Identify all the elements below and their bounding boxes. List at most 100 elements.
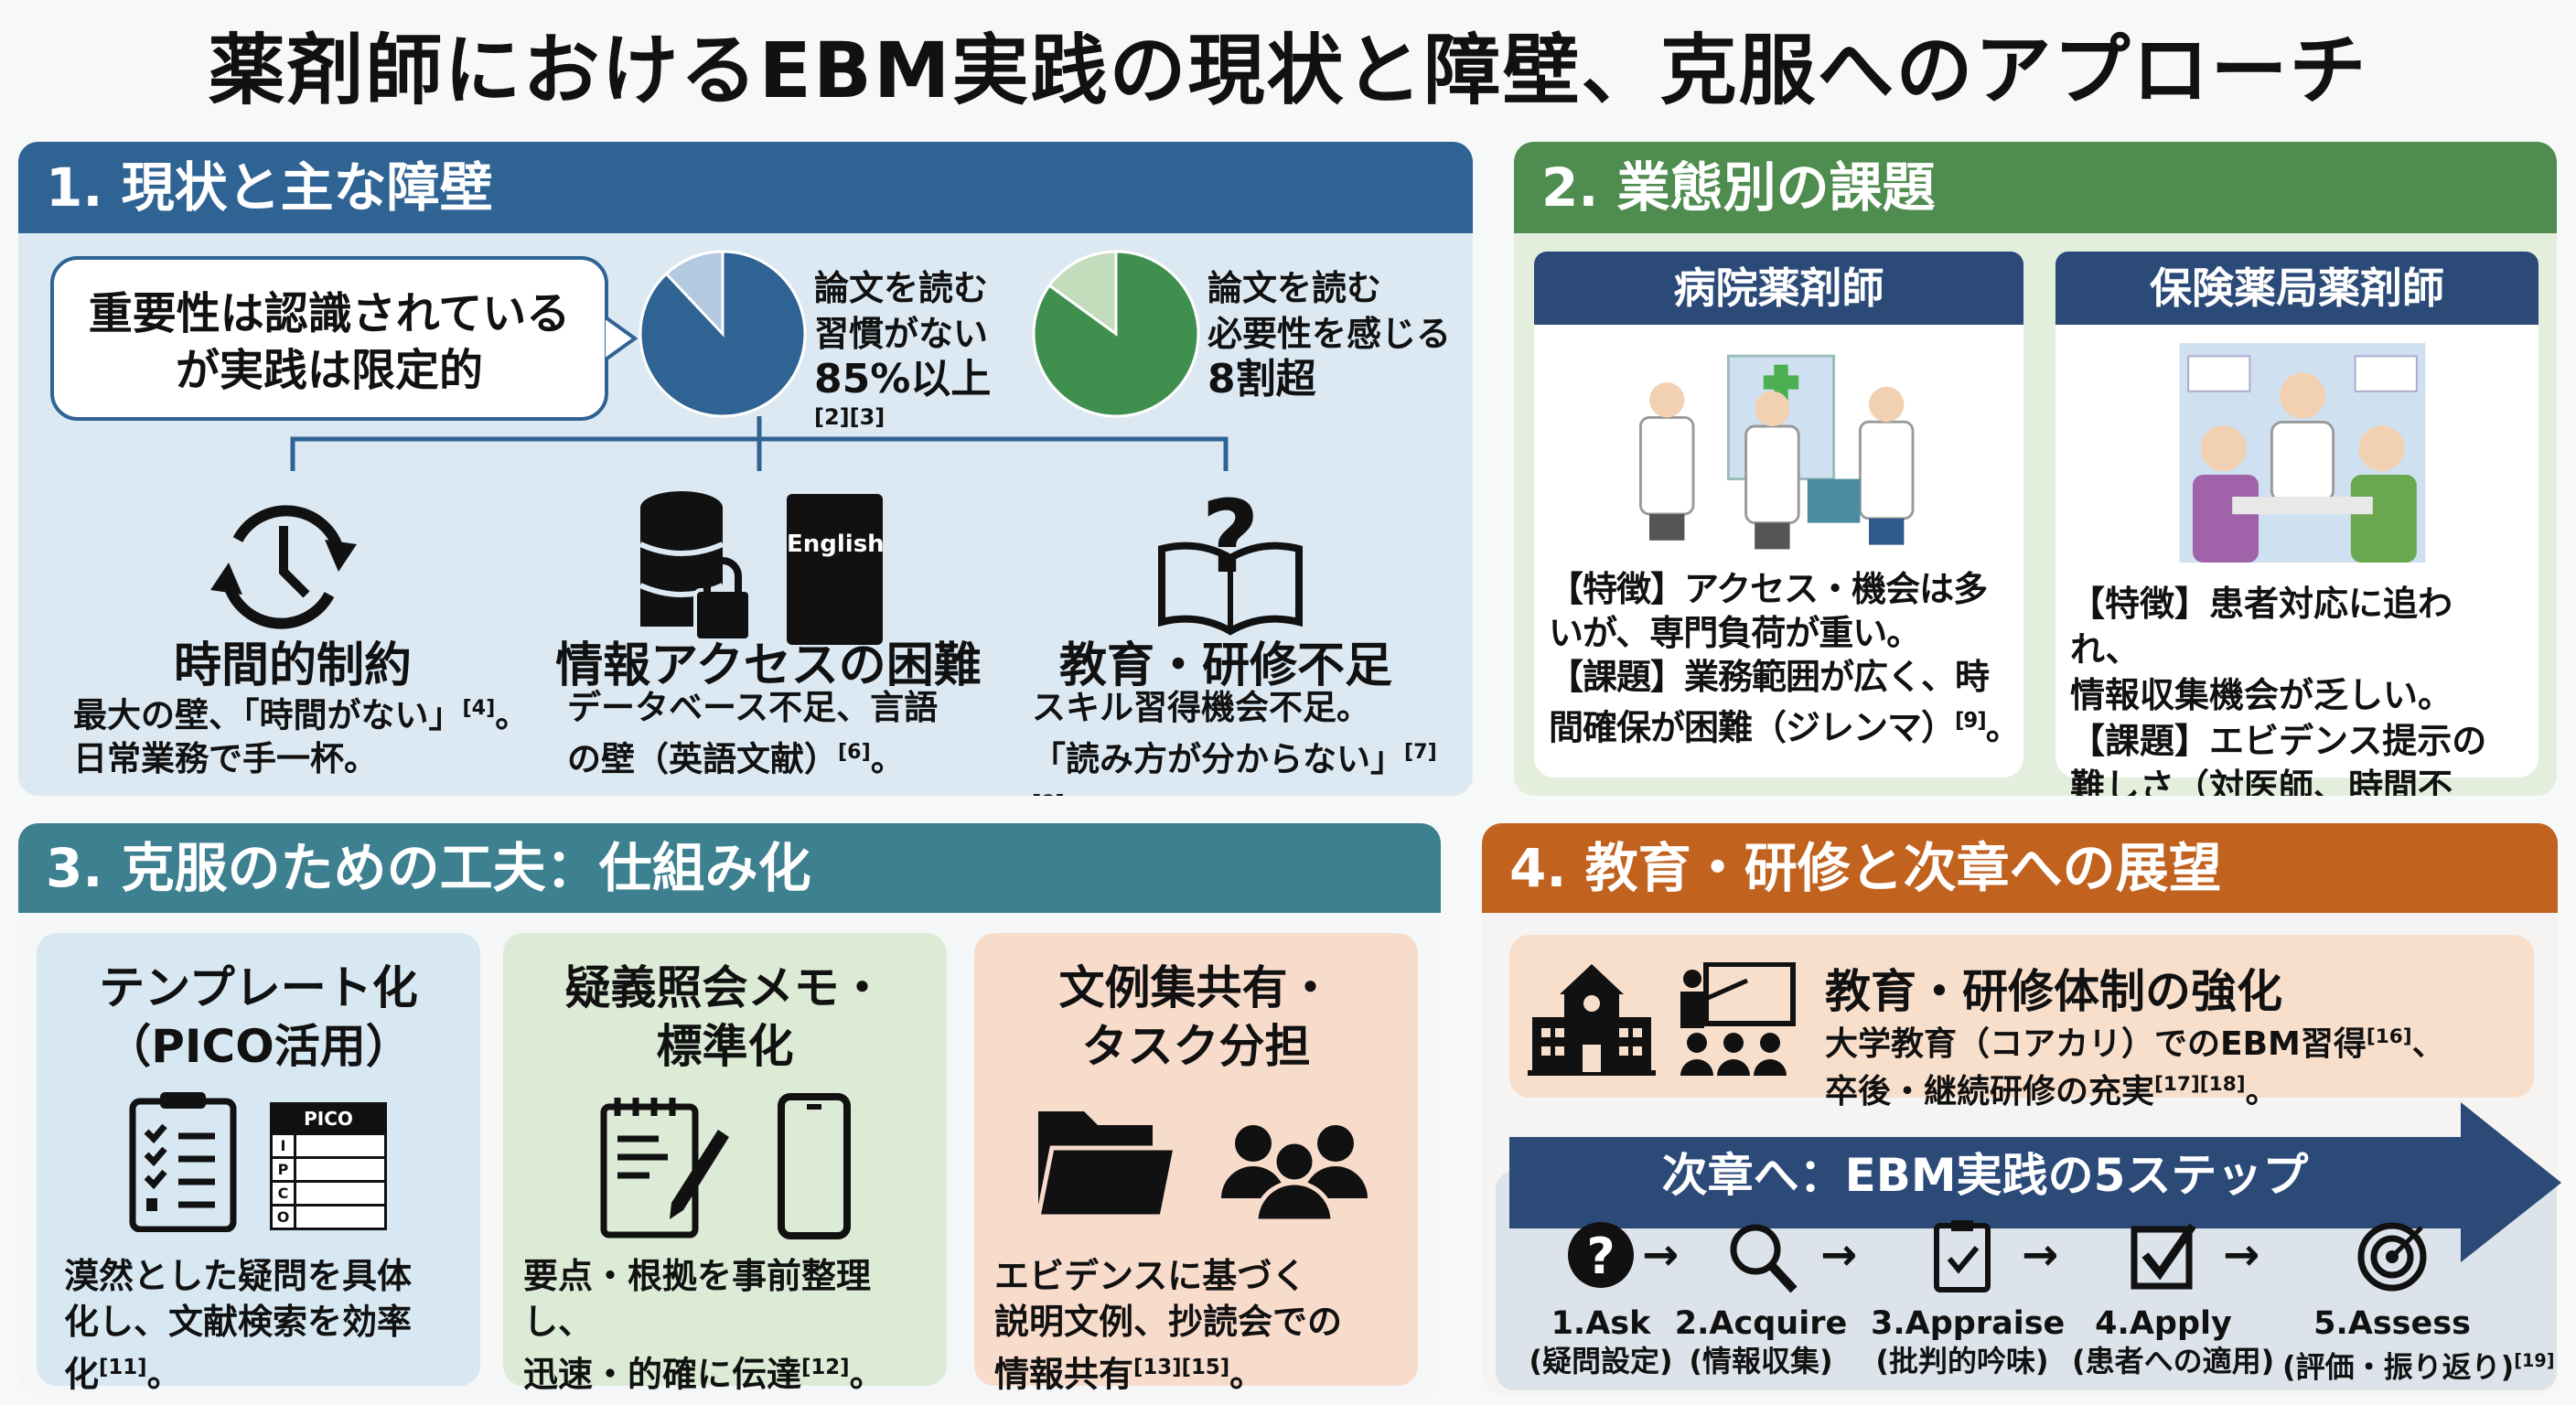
section-business-type: 2. 業態別の課題 病院薬剤師 【特徴】アクセス・機会は多いが、専門負荷が重い。… [1514, 142, 2557, 796]
card-template-sharing: 文例集共有・ タスク分担 エビデンスに基づく説明文例、抄読会での 情報共有[13… [974, 933, 1418, 1395]
barrier-time-text: 最大の壁、「時間がない」[4]。 日常業務で手一杯。 [73, 695, 530, 779]
svg-text:?: ? [1201, 485, 1260, 595]
clipboard-checklist-icon [129, 1092, 237, 1232]
step-jp: (評価・振り返り)[19] [2282, 1349, 2555, 1385]
ebm-step: 4.Apply (患者への適用) [2072, 1218, 2275, 1379]
folder-icon [1035, 1111, 1179, 1219]
pico-row: C [273, 1180, 384, 1204]
step-name: 5.Assess [2313, 1305, 2471, 1342]
pie2-label: 論文を読む 必要性を感じる 8割超 [1208, 265, 1451, 402]
card-hospital-header: 病院薬剤師 [1534, 252, 2023, 325]
section-4-header: 4. 教育・研修と次章への展望 [1482, 823, 2558, 913]
smartphone-icon [778, 1093, 851, 1239]
section-education-outlook: 4. 教育・研修と次章への展望 教育・研修体制の強化 大学教育（コアカリ）でのE… [1482, 823, 2561, 1395]
card-pharmacy-header: 保険薬局薬剤師 [2055, 252, 2538, 325]
pico-table-header: PICO [273, 1105, 384, 1132]
pico-row: O [273, 1204, 384, 1228]
ebm-steps: ? 1.Ask (疑問設定)→ 2.Acquire (情報収集)→ 3.Appr… [1496, 1218, 2557, 1392]
section-current-status: 1. 現状と主な障壁 重要性は認識されている が実践は限定的 論文を読む 習慣が… [18, 142, 1473, 796]
section-2-header: 2. 業態別の課題 [1514, 142, 2557, 233]
school-building-icon [1528, 964, 1656, 1076]
pie2-line2: 必要性を感じる [1208, 314, 1452, 354]
group-people-icon [1221, 1125, 1368, 1221]
next-chapter-label: 次章へ：EBM実践の5ステップ [1661, 1149, 2309, 1202]
step-name: 3.Appraise [1871, 1305, 2066, 1342]
book-question-icon: ? [1158, 485, 1303, 636]
education-box-title: 教育・研修体制の強化 [1825, 965, 2282, 1018]
barrier-time-title: 時間的制約 [173, 638, 412, 693]
step-jp: (情報収集) [1689, 1344, 1833, 1378]
card-sharing-text: エビデンスに基づく説明文例、抄読会での 情報共有[13][15]。 [994, 1256, 1343, 1395]
step-jp: (患者への適用) [2072, 1344, 2275, 1378]
step-name: 2.Acquire [1674, 1305, 1848, 1342]
step-arrow: → [2223, 1229, 2260, 1281]
next-chapter-arrow [1509, 1102, 2561, 1262]
pharmacy-counter-illustration [2179, 343, 2426, 563]
barrier-education-text: スキル習得機会不足。 「読み方が分からない」[7][8]。 [1032, 688, 1437, 796]
target-icon [2357, 1222, 2427, 1292]
step-name: 1.Ask [1551, 1305, 1651, 1342]
clock-cycle-icon [210, 505, 357, 629]
database-lock-icon [639, 491, 752, 642]
pie2-line1: 論文を読む [1208, 268, 1382, 308]
english-book-icon: English [787, 494, 885, 645]
card-hospital: 病院薬剤師 【特徴】アクセス・機会は多いが、専門負荷が重い。【課題】業務範囲が広… [1534, 252, 2023, 778]
step-arrow: → [2022, 1229, 2059, 1281]
question-circle-icon: ? [1568, 1222, 1634, 1288]
card-memo-title-1: 疑義照会メモ・ [564, 961, 886, 1014]
pie-chart-no-habit [639, 250, 807, 418]
page-title: 薬剤師におけるEBM実践の現状と障壁、克服へのアプローチ [208, 26, 2368, 115]
bubble-pointer [604, 316, 639, 361]
card-template-title-2: （PICO活用） [105, 1020, 412, 1073]
pie-chart-need [1032, 250, 1200, 418]
pie1-label: 論文を読む 習慣がない 85%以上 [2][3] [814, 265, 991, 432]
svg-text:?: ? [1586, 1228, 1615, 1285]
card-template-text: 漠然とした疑問を具体化し、文献検索を効率 化[11]。 [64, 1256, 413, 1395]
section-1-header: 1. 現状と主な障壁 [18, 142, 1473, 233]
pico-row: I [273, 1132, 384, 1156]
pie1-ref: [2][3] [814, 404, 886, 430]
pie-main-slice [1032, 250, 1200, 418]
connector-lines [290, 416, 1229, 471]
card-memo-text: 要点・根拠を事前整理し、 迅速・的確に伝達[12]。 [523, 1256, 885, 1395]
teacher-class-icon [1680, 962, 1796, 1076]
pie-main-slice [639, 250, 807, 418]
bubble-line-1: 重要性は認識されている [88, 288, 571, 339]
card-inquiry-memo: 疑義照会メモ・ 標準化 要点・根拠を事前整理し、 迅速・的確に伝達[12]。 [503, 933, 947, 1395]
card-sharing-title-1: 文例集共有・ [1058, 961, 1334, 1014]
barrier-access-text: データベース不足、言語 の壁（英語文献）[6]。 [567, 688, 939, 779]
section-3-header: 3. 克服のための工夫：仕組み化 [18, 823, 1441, 913]
pie1-value: 85%以上 [814, 356, 992, 402]
magnifier-icon [1730, 1224, 1798, 1293]
education-box-text: 大学教育（コアカリ）でのEBM習得[16]、 卒後・継続研修の充実[17][18… [1825, 1025, 2445, 1110]
ebm-step: ? 1.Ask (疑問設定) [1509, 1218, 1692, 1379]
book-label: English [787, 531, 885, 558]
hospital-staff-illustration [1638, 354, 1915, 550]
card-memo-title-2: 標準化 [656, 1020, 794, 1073]
pie2-value: 8割超 [1208, 356, 1316, 402]
pico-row: P [273, 1156, 384, 1180]
card-pharmacy: 保険薬局薬剤師 【特徴】患者対応に追われ、情報収集機会が乏しい。【課題】エビデン… [2055, 252, 2538, 796]
hospital-ref: [9] [1955, 709, 1987, 733]
step-arrow: → [1820, 1229, 1858, 1281]
barrier-access-title: 情報アクセスの困難 [555, 638, 982, 693]
speech-bubble: 重要性は認識されている が実践は限定的 [50, 256, 608, 421]
notepad-pencil-icon [600, 1098, 729, 1239]
barrier-education-title: 教育・研修不足 [1058, 638, 1392, 693]
pie1-line2: 習慣がない [814, 314, 989, 354]
checkbox-icon [2131, 1223, 2196, 1290]
ebm-step: 5.Assess (評価・振り返り)[19] [2282, 1218, 2555, 1386]
card-sharing-title-2: タスク分担 [1081, 1020, 1311, 1073]
bubble-line-2: が実践は限定的 [175, 345, 483, 396]
card-pharmacy-text: 【特徴】患者対応に追われ、情報収集機会が乏しい。【課題】エビデンス提示の難しさ（… [2070, 584, 2487, 796]
ebm-step: 2.Acquire (情報収集) [1669, 1218, 1852, 1379]
clipboard-check-icon [1934, 1220, 1991, 1292]
card-hospital-text: 【特徴】アクセス・機会は多いが、専門負荷が重い。【課題】業務範囲が広く、時 間確… [1549, 569, 2021, 748]
card-template-title-1: テンプレート化 [99, 961, 418, 1014]
step-jp: (批判的吟味) [1875, 1344, 2049, 1378]
step-jp: (疑問設定) [1529, 1344, 1673, 1378]
section-overcoming: 3. 克服のための工夫：仕組み化 テンプレート化 （PICO活用） PICO I… [18, 823, 1441, 1395]
step-arrow: → [1642, 1229, 1680, 1281]
